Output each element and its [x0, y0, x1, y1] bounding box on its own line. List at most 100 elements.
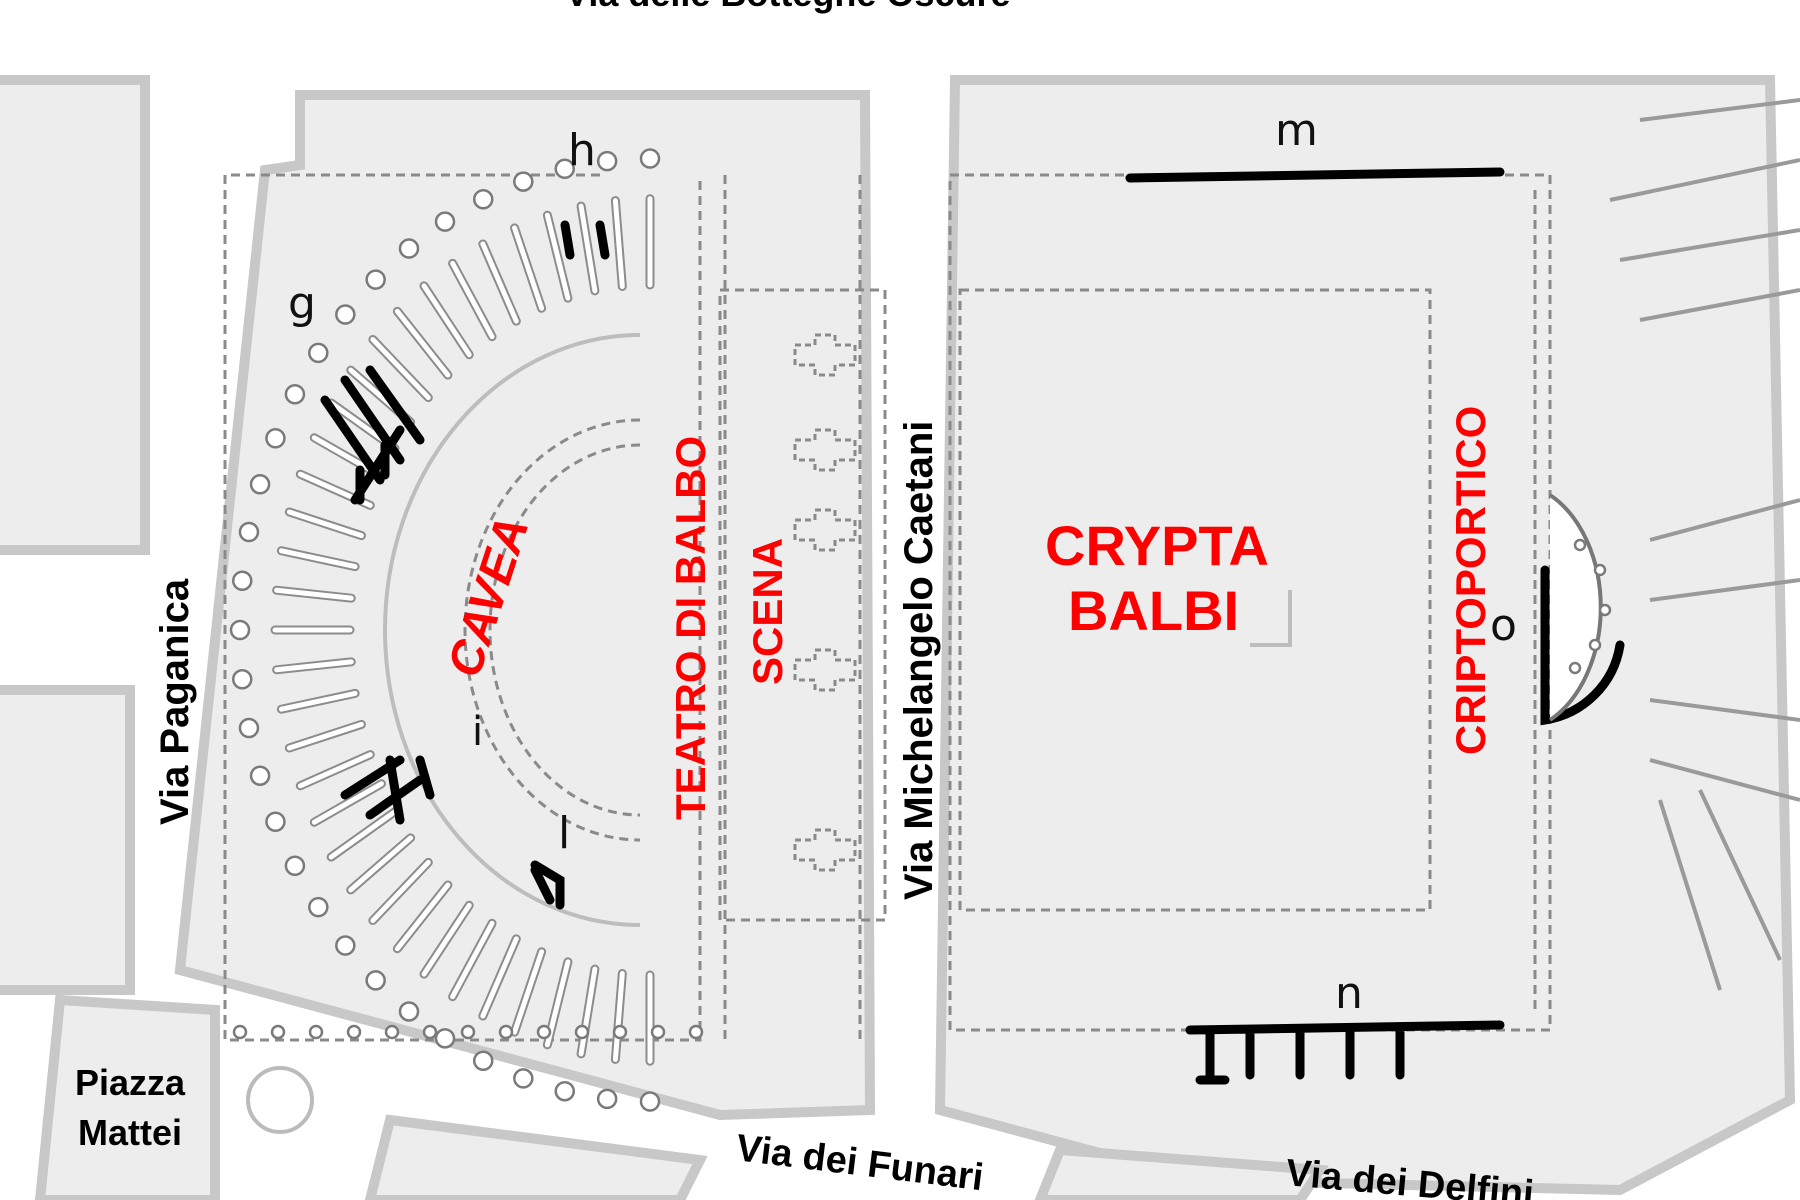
radial-wall-fill	[578, 966, 598, 1057]
east-buildings	[1609, 98, 1800, 991]
letter-g: g	[288, 278, 316, 329]
cavea-column	[308, 896, 329, 918]
portico-column	[498, 1024, 514, 1040]
scena-cross-markers	[793, 333, 857, 872]
portico-column	[308, 1024, 324, 1040]
radial-wall-fill	[512, 225, 545, 311]
radial-wall-fill	[480, 936, 519, 1019]
radial-wall-fill	[480, 241, 519, 324]
exedra-col-3	[1598, 603, 1612, 617]
cavea-column	[639, 148, 661, 169]
ruin-n	[1185, 1020, 1505, 1085]
area-balbi: BALBI	[1068, 579, 1239, 642]
exedra-col-1	[1573, 538, 1587, 552]
cavea-column	[249, 765, 271, 786]
cavea-column	[398, 1001, 420, 1022]
radial-wall-fill	[328, 809, 398, 860]
area-teatro-di-balbo: TEATRO DI BALBO	[667, 436, 714, 820]
site-letters: g h i l m n o	[288, 105, 1517, 1019]
east-building-3	[1658, 789, 1782, 991]
cavea-column	[238, 521, 260, 543]
cavea-column	[229, 619, 251, 641]
cavea-column	[596, 1088, 618, 1110]
area-scena: SCENA	[744, 538, 791, 685]
letter-o: o	[1490, 600, 1517, 651]
radial-wall-fill	[311, 781, 384, 825]
cavea-column	[434, 211, 456, 232]
cavea-column	[231, 570, 253, 591]
cavea-column	[231, 669, 253, 690]
cavea-column	[284, 384, 306, 405]
cavea-column	[335, 935, 356, 956]
radial-wall-fill	[450, 260, 495, 340]
east-building-2	[1649, 498, 1800, 802]
ruin-g	[320, 365, 425, 505]
letter-n: n	[1335, 968, 1363, 1019]
exedra-col-2	[1593, 563, 1607, 577]
cavea-column	[596, 150, 618, 172]
radial-wall-fill	[278, 690, 358, 712]
radial-wall-fill	[394, 882, 451, 952]
portico-column	[384, 1024, 400, 1040]
cross-5	[793, 828, 857, 872]
ruin-h	[560, 220, 610, 260]
area-crypta: CRYPTA	[1045, 514, 1269, 577]
exedra	[1548, 493, 1612, 722]
cavea-inner-arc	[383, 333, 641, 927]
cavea-column	[249, 474, 271, 495]
radial-wall-fill	[612, 198, 625, 289]
portico-column	[232, 1024, 248, 1040]
block-top-left	[0, 75, 150, 555]
cavea-radial-walls	[270, 194, 655, 1066]
cavea-column	[472, 1050, 494, 1071]
radial-wall-fill	[370, 336, 431, 401]
cross-4	[793, 648, 857, 692]
cavea-column	[335, 304, 356, 325]
cavea-column	[284, 855, 306, 876]
crypta-inner-portico	[958, 288, 1432, 912]
street-botteghe-oscure: Via delle Botteghe Oscure	[565, 0, 1010, 14]
cross-2	[793, 428, 857, 472]
cross-3	[793, 508, 857, 552]
ruin-lower-left	[340, 755, 435, 825]
cavea-column	[639, 1091, 661, 1112]
block-left	[0, 685, 135, 995]
block-bottom-right	[1034, 1144, 1329, 1200]
east-building-1	[1609, 98, 1800, 322]
block-crypta	[934, 75, 1796, 1196]
street-caetani: Via Michelangelo Caetani	[897, 421, 941, 900]
radial-wall-fill	[348, 835, 414, 893]
cavea-column	[513, 1068, 534, 1089]
radial-wall-fill	[544, 212, 571, 301]
portico-column	[346, 1024, 362, 1040]
cross-1	[793, 333, 857, 377]
radial-wall-fill	[370, 859, 431, 924]
city-blocks	[0, 75, 1796, 1200]
radial-wall-fill	[612, 971, 625, 1062]
portico-column	[422, 1024, 438, 1040]
radial-wall-fill	[286, 721, 364, 751]
portico-column	[688, 1024, 704, 1040]
cavea-column	[265, 427, 286, 449]
block-bottom-mid	[364, 1114, 708, 1200]
street-funari: Via dei Funari	[734, 1127, 986, 1199]
piazza-mattei-line2: Mattei	[78, 1112, 182, 1153]
crypta-corner-mark	[1250, 590, 1292, 647]
orchestra-middle-arc	[463, 418, 641, 842]
orchestra-inner-arc	[488, 443, 641, 817]
cavea-columns	[229, 148, 704, 1112]
portico-column	[650, 1024, 666, 1040]
exedra-col-5	[1568, 661, 1582, 675]
cavea-column	[265, 811, 286, 833]
portico-column	[612, 1024, 628, 1040]
radial-wall-fill	[421, 283, 472, 358]
cavea-column	[554, 158, 576, 180]
street-paganica: Via Paganica	[153, 578, 197, 825]
cavea-column	[365, 269, 386, 290]
portico-column	[536, 1024, 552, 1040]
area-criptoportico: CRIPTOPORTICO	[1447, 406, 1494, 755]
block-bottom-left	[34, 994, 220, 1200]
radial-wall-fill	[278, 548, 358, 570]
ruin-m	[1125, 167, 1505, 183]
